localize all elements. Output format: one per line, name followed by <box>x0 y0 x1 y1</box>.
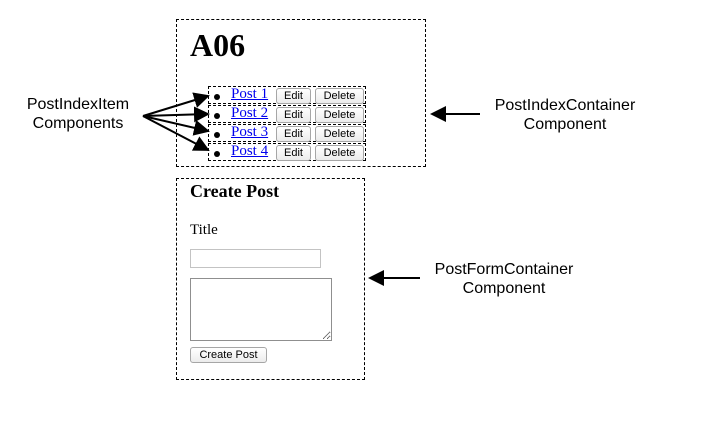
bullet-icon <box>214 94 220 100</box>
delete-button[interactable]: Delete <box>315 107 364 123</box>
edit-button[interactable]: Edit <box>276 126 311 142</box>
annotation-line: Component <box>523 116 607 133</box>
bullet-icon <box>214 113 220 119</box>
title-field-label: Title <box>190 222 218 238</box>
post-index-item: Post 2 Edit Delete <box>208 105 366 123</box>
post-index-container-box <box>176 19 426 167</box>
arrow-to-post-item-2 <box>142 106 210 123</box>
annotation-line: Components <box>32 115 124 132</box>
post-link[interactable]: Post 3 <box>231 124 269 140</box>
post-form-container-annotation: PostFormContainer Component <box>418 260 590 298</box>
page-title: A06 <box>190 27 246 63</box>
post-form-container-box <box>176 178 365 380</box>
post-link[interactable]: Post 4 <box>231 143 269 159</box>
post-link[interactable]: Post 1 <box>231 86 269 102</box>
bullet-icon <box>214 151 220 157</box>
post-index-item: Post 1 Edit Delete <box>208 86 366 104</box>
arrow-to-post-item-3 <box>142 115 210 136</box>
annotation-line: PostFormContainer <box>434 261 574 278</box>
arrow-to-post-item-1 <box>142 92 210 117</box>
annotation-line: PostIndexContainer <box>494 97 636 114</box>
post-index-item-annotation: PostIndexItem Components <box>10 95 146 133</box>
edit-button[interactable]: Edit <box>276 145 311 161</box>
post-index-item: Post 4 Edit Delete <box>208 143 366 161</box>
post-link[interactable]: Post 2 <box>231 105 269 121</box>
annotation-line: Component <box>462 280 546 297</box>
edit-button[interactable]: Edit <box>276 107 311 123</box>
edit-button[interactable]: Edit <box>276 88 311 104</box>
delete-button[interactable]: Delete <box>315 126 364 142</box>
annotation-line: PostIndexItem <box>26 96 130 113</box>
bullet-icon <box>214 132 220 138</box>
create-post-button[interactable]: Create Post <box>190 347 267 363</box>
arrow-to-post-item-4 <box>142 115 210 151</box>
delete-button[interactable]: Delete <box>315 88 364 104</box>
post-index-container-annotation: PostIndexContainer Component <box>480 96 650 134</box>
form-heading: Create Post <box>190 181 280 201</box>
post-index-item: Post 3 Edit Delete <box>208 124 366 142</box>
body-textarea[interactable] <box>190 278 332 341</box>
title-input[interactable] <box>190 249 321 268</box>
delete-button[interactable]: Delete <box>315 145 364 161</box>
